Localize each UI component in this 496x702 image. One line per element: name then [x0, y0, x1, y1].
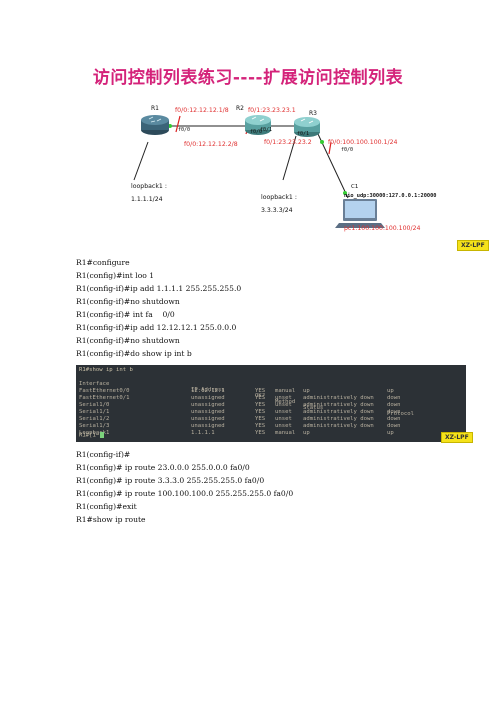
header-method: Method [275, 399, 296, 405]
pc-computer-icon [335, 199, 385, 228]
terminal-header-row: Interface IP-Address OK? Method Status P… [79, 375, 414, 423]
network-topology-diagram: R1 R2 R3 f0/0:12.12.12.1/8 f0/0:12.12.12… [131, 105, 436, 232]
router-r3-icon [294, 117, 320, 137]
command-line: R1(config)#exit [76, 502, 137, 511]
command-line: R1(config-if)#ip add 12.12.12.1 255.0.0.… [76, 323, 237, 332]
command-line: R1#configure [76, 258, 130, 267]
loopback-r1-pointer [133, 141, 149, 181]
terminal-output: R1#show ip int b Interface IP-Address OK… [76, 365, 466, 442]
r1-loopback-address: 1.1.1.1/24 [131, 196, 163, 203]
header-protocol: Protocol [387, 411, 414, 417]
command-line: R1(config-if)#ip add 1.1.1.1 255.255.255… [76, 284, 242, 293]
terminal-cursor [100, 432, 105, 438]
pc-status-dot [343, 191, 347, 195]
r1-f00-port-label: f0/0 [178, 127, 190, 133]
header-interface: Interface [79, 381, 110, 387]
command-line: R1(config-if)# int fa 0/0 [76, 310, 175, 319]
command-line: R1(config)# ip route 100.100.100.0 255.2… [76, 489, 294, 498]
r3-loopback-label: loopback1 : [261, 194, 297, 201]
command-line: R1(config-if)#no shutdown [76, 336, 180, 345]
terminal-prompt: R1#[1~ [79, 432, 105, 439]
r3-f00-port-label: f0/0 [341, 147, 353, 153]
r1-r2-marker [175, 115, 181, 133]
watermark-tag: XZ-LPF [457, 240, 489, 251]
command-line: R1(config)# ip route 3.3.3.0 255.255.255… [76, 476, 265, 485]
router-r1-label: R1 [151, 105, 159, 112]
header-ip-address: IP-Address [191, 387, 225, 393]
r1-r2-bottom-address: f0/0:12.12.12.2/8 [184, 141, 238, 148]
terminal-command: R1#show ip int b [79, 367, 133, 373]
watermark-tag: XZ-LPF [441, 432, 473, 443]
r3-pc-address: f0/0:100.100.100.1/24 [328, 139, 398, 146]
r3-loopback-address: 3.3.3.3/24 [261, 207, 293, 214]
link-r3-pc [317, 133, 349, 199]
r3-f01-port-label: f0/1 [297, 131, 309, 137]
command-line: R1(config)#int loo 1 [76, 271, 155, 280]
command-line: R1(config-if)# [76, 450, 131, 459]
header-status: Status [303, 405, 324, 411]
pc-name-label: C1 [351, 184, 358, 190]
command-line: R1(config)# ip route 23.0.0.0 255.0.0.0 … [76, 463, 250, 472]
command-line: R1(config-if)#no shutdown [76, 297, 180, 306]
pc-udp-label: nio_udp:30000:127.0.0.1:20000 [344, 193, 436, 199]
pc-address-label: pc1:100.100.100.100/24 [344, 225, 421, 232]
r2-r3-bottom-address: f0/1:23.23.23.2 [264, 139, 312, 146]
page-title: 访问控制列表练习----扩展访问控制列表 [92, 68, 404, 88]
router-r3-label: R3 [309, 110, 317, 117]
r2-f01-port-label: f0/1 [260, 127, 272, 133]
command-line: R1#show ip route [76, 515, 146, 524]
r3-pc-status-dot [320, 140, 324, 144]
router-r2-icon [245, 115, 271, 135]
r1-r2-top-address: f0/0:12.12.12.1/8 [175, 107, 229, 114]
header-ok: OK? [255, 393, 266, 399]
loopback-r3-pointer [282, 135, 297, 181]
r1-loopback-label: loopback1 : [131, 183, 167, 190]
command-line: R1(config-if)#do show ip int b [76, 349, 192, 358]
r2-f00-port-label: f0/0 [250, 129, 262, 135]
router-r1-icon [141, 115, 169, 135]
r3-pc-marker [328, 141, 332, 155]
router-r2-label: R2 [236, 105, 244, 112]
r2-r3-top-address: f0/1:23.23.23.1 [248, 107, 296, 114]
